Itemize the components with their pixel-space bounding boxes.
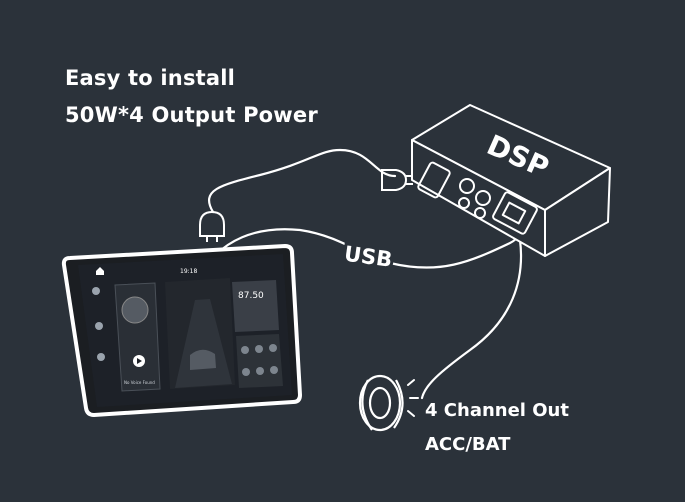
speaker-icon <box>358 374 404 432</box>
head-unit: 19:18 87.50 No Voice Found <box>61 243 303 418</box>
dsp-box <box>411 104 611 257</box>
usb-label: USB <box>343 242 394 272</box>
cable-speaker <box>420 238 523 400</box>
power-source-label: ACC/BAT <box>425 434 511 455</box>
headline-line-2: 50W*4 Output Power <box>65 103 318 127</box>
temperature-label: 87.50 <box>238 291 264 301</box>
play-icon <box>133 355 145 367</box>
usb-plug-icon <box>199 210 225 242</box>
cable-usb <box>210 224 524 269</box>
quick-buttons <box>241 344 278 376</box>
left-controls <box>92 287 105 361</box>
output-channels-label: 4 Channel Out <box>425 400 569 421</box>
track-title: No Voice Found <box>124 380 155 385</box>
clock-label: 19:18 <box>180 268 197 275</box>
dsp-plug-icon <box>381 169 413 191</box>
cables <box>207 148 524 400</box>
headline-line-1: Easy to install <box>65 66 236 90</box>
sound-waves-icon <box>407 379 419 417</box>
cable-upper <box>207 148 397 214</box>
home-icon <box>96 267 104 275</box>
